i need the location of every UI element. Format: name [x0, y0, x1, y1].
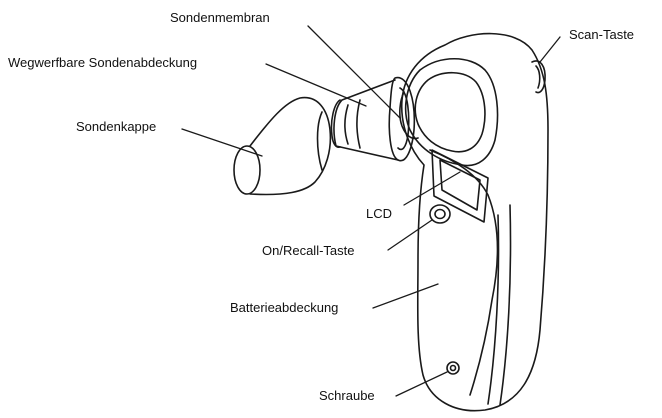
scan-button-shape	[531, 60, 546, 94]
leader-on-recall	[387, 219, 433, 251]
probe-head-inner	[414, 71, 486, 153]
leader-scan-button	[539, 36, 561, 63]
label-screw: Schraube	[319, 388, 375, 403]
leader-battery-cover	[372, 283, 439, 309]
lcd-inner	[439, 159, 481, 211]
probe-cap	[233, 96, 332, 196]
leader-lines	[181, 25, 561, 397]
cover-tip	[330, 99, 341, 148]
screw-shape	[446, 361, 460, 375]
leader-probe-cap	[181, 128, 263, 157]
body-outline	[400, 32, 549, 412]
cover-ring-inner	[397, 87, 410, 151]
on-recall-button-shape	[429, 204, 451, 224]
leader-disposable-probe-cover	[265, 63, 367, 107]
probe-cap-edge	[316, 111, 323, 171]
cover-cone	[333, 79, 399, 161]
leader-screw	[395, 371, 448, 397]
disposable-probe-cover	[330, 76, 416, 162]
label-disposable-probe-cover: Wegwerfbare Sondenabdeckung	[8, 55, 198, 70]
body-inner-contour	[429, 149, 499, 396]
label-probe-membrane: Sondenmembran	[170, 10, 270, 25]
leader-lcd	[403, 171, 461, 206]
cover-cone-line-2	[356, 99, 361, 149]
probe-cap-front-ring	[233, 145, 261, 195]
label-on-recall-button: On/Recall-Taste	[262, 243, 355, 258]
body-ridge-line	[487, 214, 500, 405]
leader-probe-membrane	[307, 25, 401, 119]
probe-cap-body	[249, 96, 332, 196]
thermometer-body	[400, 32, 549, 412]
lcd-window	[431, 149, 489, 223]
label-probe-cap: Sondenkappe	[76, 119, 157, 134]
label-battery-cover: Batterieabdeckung	[230, 300, 339, 315]
probe-head-outline	[404, 58, 499, 167]
label-scan-button: Scan-Taste	[569, 27, 635, 42]
scan-button-inner	[535, 65, 541, 89]
lcd-outline	[431, 149, 489, 223]
cover-cone-line-1	[344, 104, 349, 145]
body-ridge-line-2	[499, 204, 512, 406]
label-lcd: LCD	[366, 206, 393, 221]
